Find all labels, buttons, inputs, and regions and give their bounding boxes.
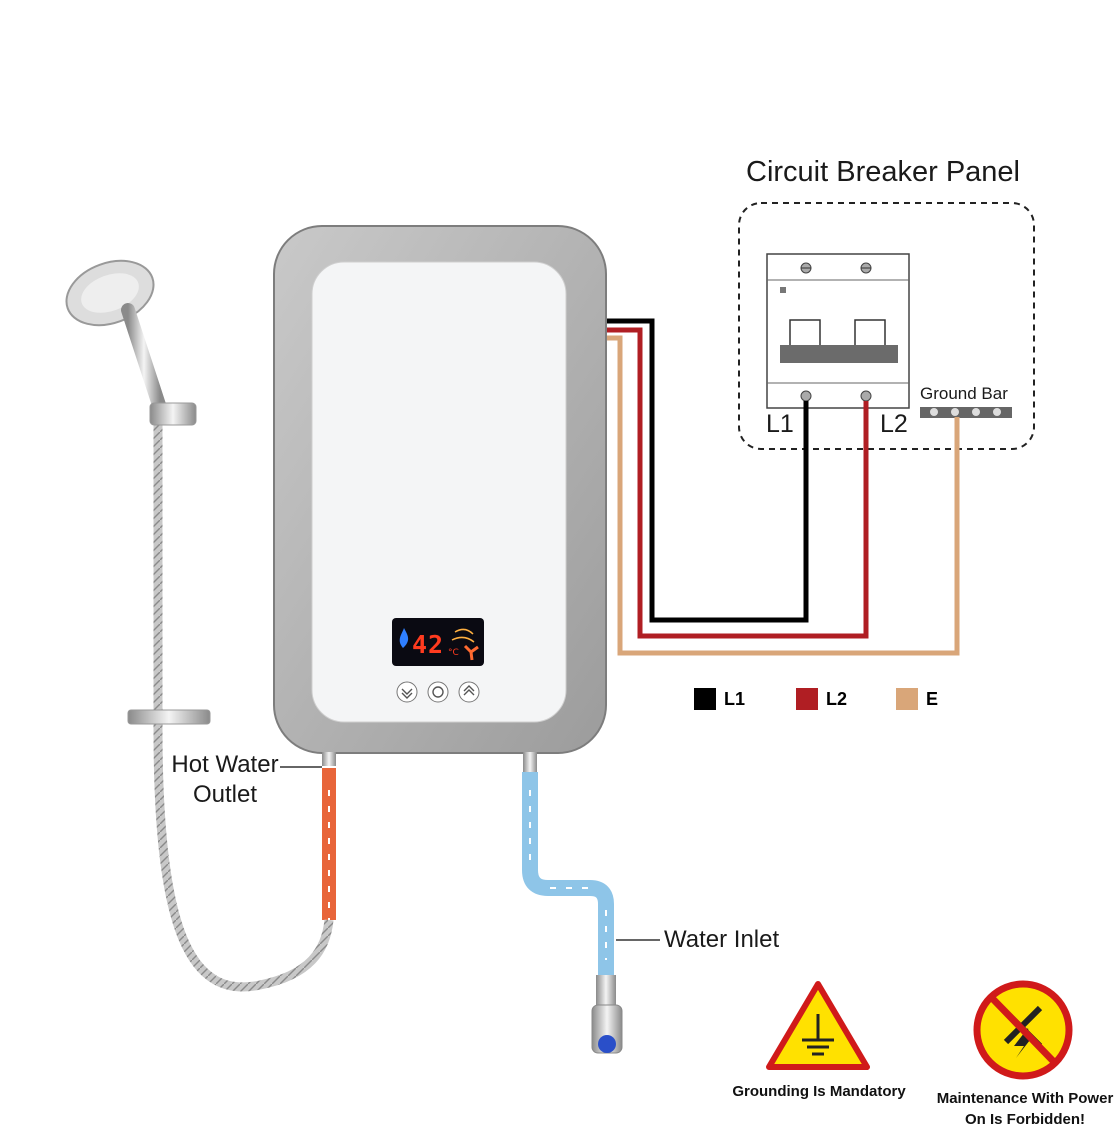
fan-icon (463, 644, 479, 661)
shower-hose (153, 420, 334, 992)
circuit-breaker (766, 253, 910, 409)
legend-label: L1 (724, 688, 746, 709)
hot-water-outlet-label: Hot Water Outlet (171, 751, 279, 808)
l1-terminal-label: L1 (766, 410, 794, 438)
water-inlet-label: Water Inlet (664, 926, 780, 953)
down-button[interactable] (396, 681, 418, 703)
legend-l1: L1 (694, 688, 745, 710)
panel-title: Circuit Breaker Panel (746, 156, 1020, 188)
temperature-unit: °C (448, 648, 459, 658)
inlet-valve[interactable] (591, 975, 623, 1054)
water-heater (273, 225, 607, 754)
legend-swatch (796, 688, 818, 710)
wire-l1 (606, 318, 809, 623)
grounding-warning-text: Grounding Is Mandatory (732, 1083, 906, 1100)
legend-label: L2 (826, 688, 848, 709)
panel-enclosure (738, 202, 1035, 450)
ground-bar-label: Ground Bar (920, 384, 1008, 403)
wire-e (606, 335, 960, 656)
wire-l2 (606, 327, 869, 639)
slide-bracket (127, 709, 211, 725)
no-tools-icon (973, 980, 1073, 1080)
ground-bar (920, 407, 1012, 418)
legend-label: E (926, 688, 939, 709)
temperature-readout: 42 (412, 630, 445, 659)
legend-swatch (694, 688, 716, 710)
shower-head-icon (65, 259, 197, 426)
power-button[interactable] (427, 681, 449, 703)
ground-symbol-icon (766, 981, 870, 1070)
cold-water-pipe (522, 772, 614, 975)
legend-swatch (896, 688, 918, 710)
maintenance-warning-text: Maintenance With Power On Is Forbidden! (936, 1090, 1114, 1128)
l2-terminal-label: L2 (880, 410, 908, 438)
legend-e: E (896, 688, 938, 710)
flame-icon (399, 628, 409, 648)
up-button[interactable] (458, 681, 480, 703)
wires (606, 318, 960, 656)
legend-l2: L2 (796, 688, 847, 710)
